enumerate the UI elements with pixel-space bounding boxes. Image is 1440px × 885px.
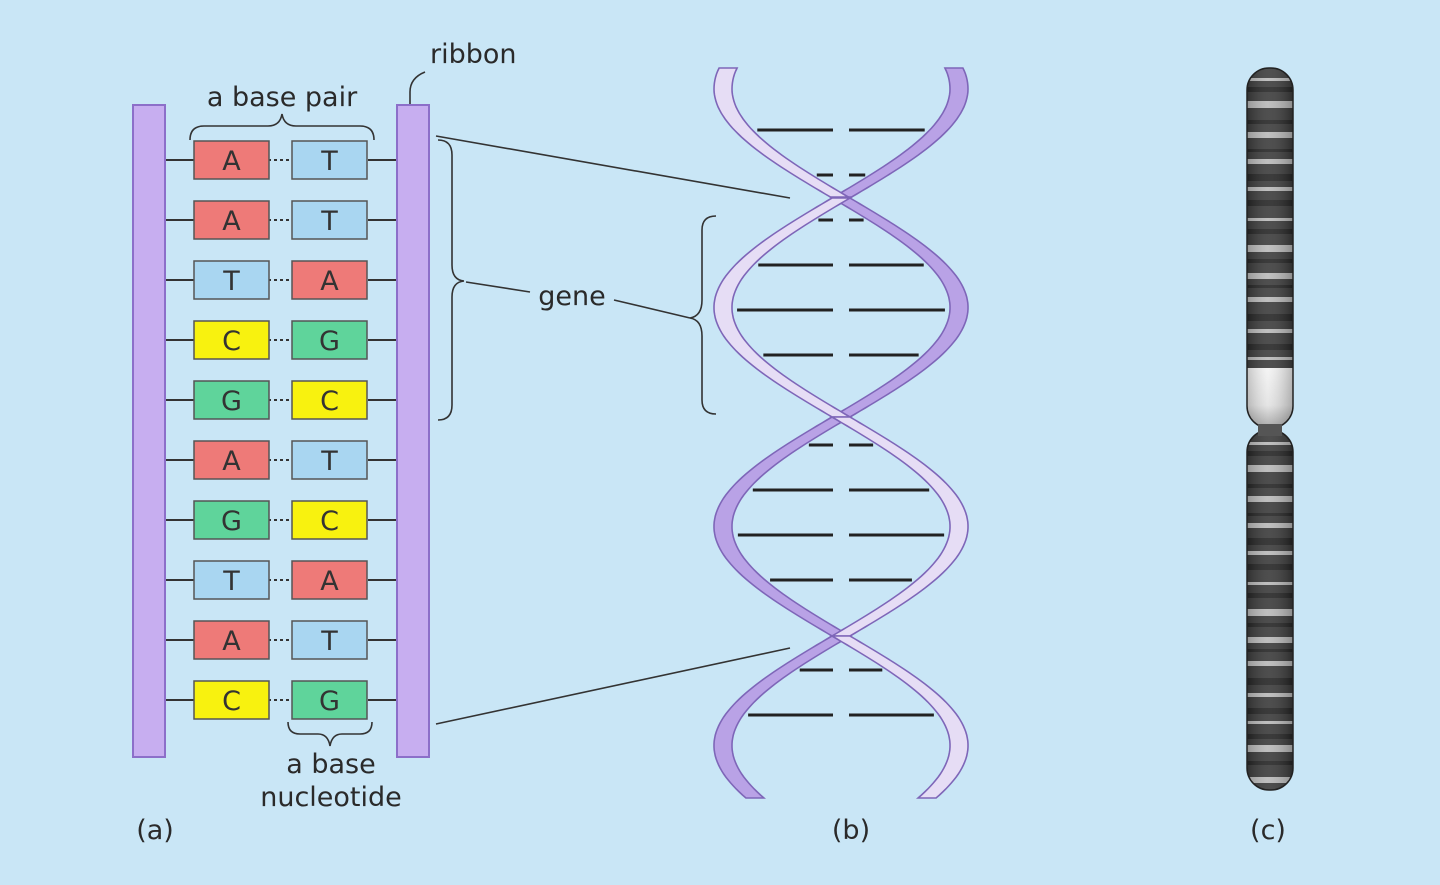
helix-strand-front <box>829 416 969 637</box>
base-letter: T <box>320 146 338 177</box>
base-box <box>291 200 368 240</box>
panel-a-label: (a) <box>136 815 174 846</box>
base-G: G <box>291 680 368 720</box>
base-letter: T <box>320 626 338 657</box>
gene-pointer-left <box>465 281 531 293</box>
base-C: C <box>291 500 368 540</box>
base-pair-label: a base pair <box>207 82 358 113</box>
base-T: T <box>193 560 270 600</box>
base-letter: T <box>320 446 338 477</box>
base-letter: A <box>222 146 241 177</box>
ribbon-leader <box>409 71 426 104</box>
chromosome-panel: (c) <box>1246 67 1294 846</box>
helix-strand-front <box>713 197 853 418</box>
base-A: A <box>193 140 270 180</box>
base-box <box>193 140 270 180</box>
base-A: A <box>193 200 270 240</box>
base-G: G <box>291 320 368 360</box>
base-box <box>193 320 270 360</box>
base-box <box>193 260 270 300</box>
base-letter: C <box>320 386 339 417</box>
base-letter: T <box>320 206 338 237</box>
base-A: A <box>291 260 368 300</box>
gene-brace-ladder <box>437 139 465 421</box>
base-letter: A <box>320 266 339 297</box>
base-pair-brace <box>189 113 375 141</box>
base-box <box>193 200 270 240</box>
base-box <box>291 620 368 660</box>
helix-strand-back <box>713 635 853 799</box>
chromosome-lower-arm <box>1247 430 1293 790</box>
base-T: T <box>291 620 368 660</box>
base-letter: C <box>320 506 339 537</box>
base-box <box>291 560 368 600</box>
base-letter: A <box>222 446 241 477</box>
base-C: C <box>193 320 270 360</box>
base-box <box>193 560 270 600</box>
base-box <box>291 380 368 420</box>
base-box <box>193 500 270 540</box>
base-G: G <box>193 380 270 420</box>
helix-strand-back <box>713 416 853 637</box>
base-letter: A <box>222 206 241 237</box>
base-box <box>193 440 270 480</box>
right-strand <box>396 104 430 758</box>
base-box <box>291 140 368 180</box>
left-strand <box>132 104 166 758</box>
gene-pointer-right <box>613 299 691 319</box>
base-G: G <box>193 500 270 540</box>
base-box <box>291 500 368 540</box>
nucleotide-label: nucleotide <box>260 782 402 813</box>
base-C: C <box>291 380 368 420</box>
base-letter: G <box>319 686 340 717</box>
base-box <box>193 380 270 420</box>
base-T: T <box>291 140 368 180</box>
base-letter: A <box>222 626 241 657</box>
base-letter: T <box>222 566 240 597</box>
chromosome-upper-arm <box>1247 68 1293 428</box>
base-A: A <box>193 440 270 480</box>
helix-panel: (b) <box>689 67 969 846</box>
base-letter: C <box>222 326 241 357</box>
base-brace <box>287 721 373 747</box>
base-A: A <box>291 560 368 600</box>
base-box <box>291 260 368 300</box>
base-letter: C <box>222 686 241 717</box>
panel-b-label: (b) <box>832 815 870 846</box>
helix-strand-front <box>713 67 852 198</box>
base-T: T <box>291 440 368 480</box>
base-box <box>291 440 368 480</box>
base-box <box>193 620 270 660</box>
base-box <box>291 680 368 720</box>
gene-label: gene <box>538 281 605 312</box>
base-T: T <box>193 260 270 300</box>
centromere <box>1258 424 1282 436</box>
base-letter: T <box>222 266 240 297</box>
base-letter: G <box>221 386 242 417</box>
base-box <box>193 680 270 720</box>
base-T: T <box>291 200 368 240</box>
base-letter: A <box>320 566 339 597</box>
gene-brace-helix <box>689 215 717 415</box>
base-label: a base <box>286 749 376 780</box>
base-A: A <box>193 620 270 660</box>
ribbon-label: ribbon <box>430 39 517 70</box>
zoom-line-top <box>435 135 791 199</box>
base-C: C <box>193 680 270 720</box>
zoom-line-bottom <box>435 647 791 725</box>
helix-strand-back <box>829 197 969 418</box>
panel-c-label: (c) <box>1250 815 1286 846</box>
helix-strand-back <box>830 67 969 198</box>
base-box <box>291 320 368 360</box>
helix-strand-front <box>829 635 969 799</box>
base-letter: G <box>319 326 340 357</box>
base-letter: G <box>221 506 242 537</box>
